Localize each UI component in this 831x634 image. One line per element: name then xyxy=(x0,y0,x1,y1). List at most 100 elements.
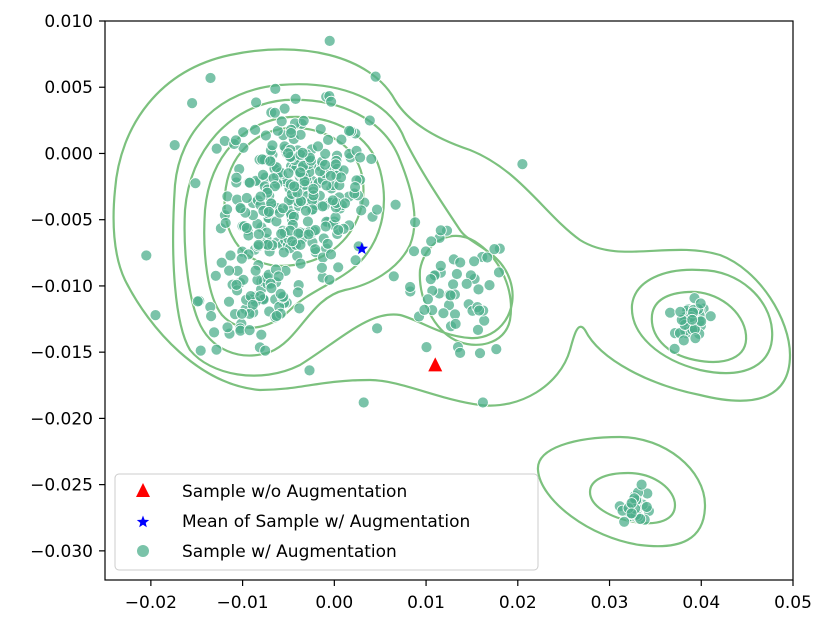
special-markers xyxy=(355,242,443,372)
point-sample-with-aug xyxy=(270,310,283,322)
point-sample-with-aug xyxy=(668,342,681,355)
point-sample-with-aug xyxy=(354,151,367,164)
point-sample-with-aug xyxy=(418,303,431,316)
point-sample-with-aug xyxy=(307,182,320,195)
point-sample-with-aug xyxy=(483,279,496,292)
point-sample-with-aug xyxy=(320,179,333,192)
point-sample-with-aug xyxy=(254,190,267,203)
point-sample-with-aug xyxy=(189,177,202,190)
y-tick-label: −0.015 xyxy=(30,343,93,363)
point-sample-with-aug xyxy=(625,497,638,510)
x-tick-label: −0.02 xyxy=(125,593,177,613)
point-sample-with-aug xyxy=(210,343,223,356)
y-tick-label: −0.030 xyxy=(30,542,93,562)
point-sample-with-aug xyxy=(324,169,337,182)
x-tick-label: 0.04 xyxy=(682,593,720,613)
legend-label: Sample w/o Augmentation xyxy=(182,482,407,502)
contour-main-3 xyxy=(183,98,416,357)
point-sample-with-aug xyxy=(312,140,324,153)
contour-right-inner xyxy=(650,290,748,364)
point-sample-with-aug xyxy=(250,96,263,109)
contour-main-2 xyxy=(172,83,514,377)
point-sample-with-aug xyxy=(249,264,262,277)
point-sample-with-aug xyxy=(335,133,348,146)
point-sample-with-aug xyxy=(424,273,437,286)
point-sample-with-aug xyxy=(294,257,307,270)
point-sample-with-aug xyxy=(243,324,256,337)
point-sample-with-aug xyxy=(444,289,457,302)
point-sample-with-aug xyxy=(319,158,332,171)
point-sample-with-aug xyxy=(315,261,328,274)
point-sample-with-aug xyxy=(369,70,382,83)
point-sample-with-aug xyxy=(343,124,356,137)
marker-sample-without-aug xyxy=(428,357,443,372)
point-sample-with-aug xyxy=(329,158,342,171)
point-sample-with-aug xyxy=(437,307,450,320)
point-sample-with-aug xyxy=(299,204,312,217)
point-sample-with-aug xyxy=(618,515,631,528)
point-sample-with-aug xyxy=(236,307,248,320)
point-sample-with-aug xyxy=(664,306,676,319)
point-sample-with-aug xyxy=(264,155,277,168)
point-sample-with-aug xyxy=(223,264,236,277)
point-sample-with-aug xyxy=(625,507,638,520)
point-sample-with-aug xyxy=(404,281,417,293)
point-sample-with-aug xyxy=(252,228,265,241)
x-tick-label: 0.03 xyxy=(591,593,629,613)
x-tick-label: −0.01 xyxy=(217,593,269,613)
point-sample-with-aug xyxy=(191,295,204,308)
point-sample-with-aug xyxy=(297,114,310,127)
y-tick-label: −0.005 xyxy=(30,211,93,231)
point-sample-with-aug xyxy=(323,273,336,286)
point-sample-with-aug xyxy=(481,251,494,264)
point-sample-with-aug xyxy=(472,283,485,296)
point-sample-with-aug xyxy=(447,278,460,291)
point-sample-with-aug xyxy=(262,205,275,218)
legend-box xyxy=(114,473,539,571)
point-sample-with-aug xyxy=(454,256,467,269)
point-sample-with-aug xyxy=(339,197,351,210)
point-sample-with-aug xyxy=(319,220,332,233)
point-sample-with-aug xyxy=(229,134,242,147)
contour-mid-cluster xyxy=(418,234,513,346)
point-sample-with-aug xyxy=(474,347,486,360)
plot-frame xyxy=(104,20,794,581)
point-sample-with-aug xyxy=(285,127,298,139)
point-sample-with-aug xyxy=(234,202,247,215)
point-sample-with-aug xyxy=(674,305,687,318)
point-sample-with-aug xyxy=(230,171,243,184)
point-sample-with-aug xyxy=(259,344,272,357)
point-sample-with-aug xyxy=(476,396,489,409)
point-sample-with-aug xyxy=(294,166,307,179)
point-sample-with-aug xyxy=(275,115,288,128)
point-sample-with-aug xyxy=(420,341,433,354)
legend-label: Mean of Sample w/ Augmentation xyxy=(182,512,470,532)
point-sample-with-aug xyxy=(265,282,278,295)
point-sample-with-aug xyxy=(254,290,267,303)
point-sample-with-aug xyxy=(335,171,347,184)
point-sample-with-aug xyxy=(204,72,217,84)
legend-label: Sample w/ Augmentation xyxy=(182,542,397,562)
point-sample-with-aug xyxy=(296,146,309,159)
point-sample-with-aug xyxy=(252,238,265,251)
point-sample-with-aug xyxy=(635,478,648,491)
point-sample-with-aug xyxy=(322,133,335,146)
point-sample-with-aug xyxy=(363,114,376,127)
y-tick-label: −0.020 xyxy=(30,409,93,429)
y-tick-label: 0.010 xyxy=(44,12,93,32)
point-sample-with-aug xyxy=(640,501,653,513)
point-sample-with-aug xyxy=(450,268,463,280)
point-sample-with-aug xyxy=(168,139,181,152)
scatter-points xyxy=(140,35,717,528)
point-sample-with-aug xyxy=(677,334,690,347)
point-sample-with-aug xyxy=(303,364,316,377)
point-sample-with-aug xyxy=(255,328,268,341)
point-sample-with-aug xyxy=(355,204,368,217)
point-sample-with-aug xyxy=(237,126,250,139)
x-tick-label: 0.00 xyxy=(315,593,353,613)
point-sample-with-aug xyxy=(409,216,422,229)
point-sample-with-aug xyxy=(282,147,295,160)
